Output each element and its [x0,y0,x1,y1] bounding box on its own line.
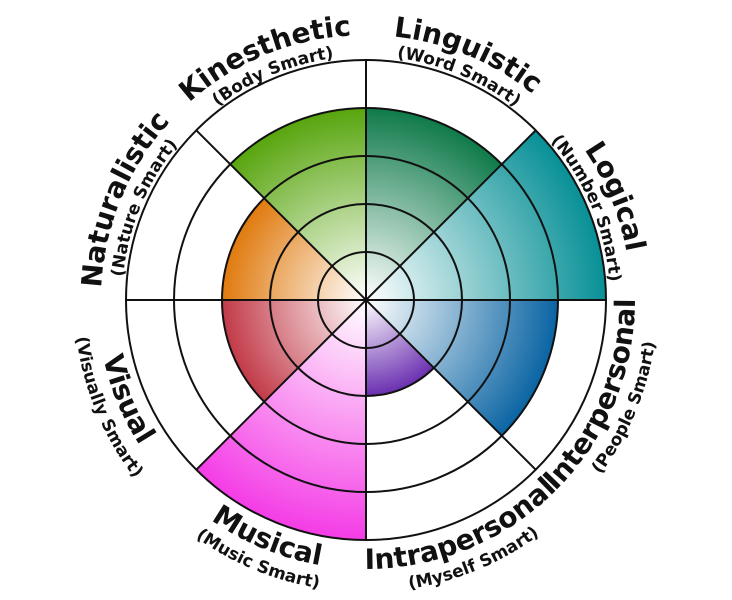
sector-naturalistic [222,198,366,300]
sector-interpersonal [366,300,558,436]
sector-logical [366,130,606,300]
sector-visual [222,300,366,402]
sector-intrapersonal [366,300,434,396]
sector-divider [195,129,537,471]
score-sectors [196,108,606,540]
sector-kinesthetic [230,108,366,300]
sector-musical [196,300,366,540]
sector-dividers [126,60,606,540]
sector-linguistic [366,108,502,300]
